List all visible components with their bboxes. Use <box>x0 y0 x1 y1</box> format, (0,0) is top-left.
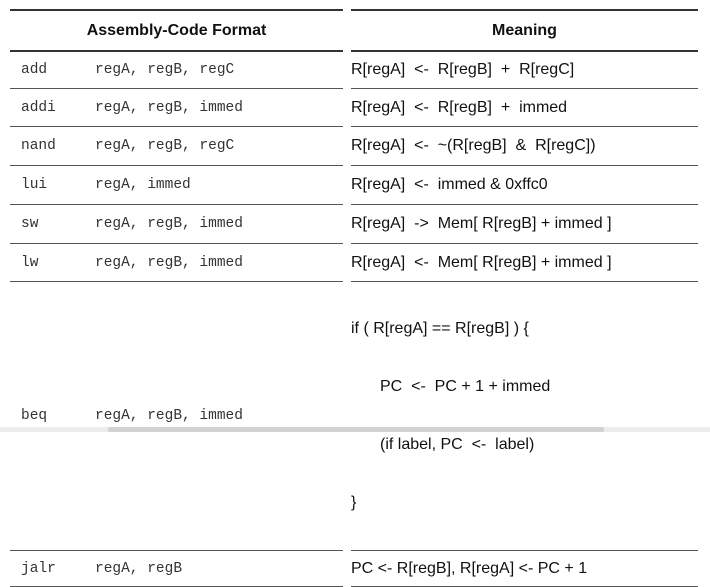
operands: regA, regB, immed <box>95 99 243 116</box>
operands: regA, regB, immed <box>95 216 243 232</box>
meaning-cell: R[regA] <- immed & 0xffc0 <box>351 165 698 205</box>
column-gap <box>343 51 351 89</box>
table-row: lui regA, immed R[regA] <- immed & 0xffc0 <box>10 165 698 205</box>
meaning-cell: PC <- R[regB], R[regA] <- PC + 1 <box>351 550 698 587</box>
meaning-line: } <box>351 494 357 511</box>
operands: regA, regB, immed <box>95 254 243 271</box>
opcode: sw <box>21 216 39 232</box>
column-gap <box>343 551 351 587</box>
table-row: add regA, regB, regC R[regA] <- R[regB] +… <box>10 50 698 89</box>
meaning-cell: R[regA] <- R[regB] + immed <box>351 88 698 127</box>
meaning-line: (if label, PC <- label) <box>380 436 535 453</box>
assembly-cell: jalr regA, regB <box>10 550 343 587</box>
operands: regA, regB, regC <box>95 62 235 78</box>
operands: regA, regB <box>95 560 183 577</box>
assembly-cell: beq regA, regB, immed <box>10 281 343 551</box>
meaning-cell: R[regA] <- ~(R[regB] & R[regC]) <box>351 126 698 166</box>
column-gap <box>343 127 351 166</box>
opcode: add <box>21 62 48 78</box>
assembly-cell: addi regA, regB, immed <box>10 88 343 127</box>
assembly-cell: lui regA, immed <box>10 165 343 205</box>
column-gap <box>343 10 351 51</box>
meaning-cell: if ( R[regA] == R[regB] ) { PC <- PC + 1… <box>351 281 698 551</box>
table-row: addi regA, regB, immed R[regA] <- R[regB]… <box>10 88 698 127</box>
opcode: addi <box>21 99 56 116</box>
table-row: beq regA, regB, immed if ( R[regA] == R[r… <box>10 281 698 551</box>
opcode: nand <box>21 138 56 154</box>
assembly-cell: lw regA, regB, immed <box>10 243 343 282</box>
meaning-cell: R[regA] -> Mem[ R[regB] + immed ] <box>351 204 698 244</box>
scrollbar-thumb[interactable] <box>108 427 604 432</box>
assembly-format-header: Assembly-Code Format <box>10 9 343 52</box>
operands: regA, regB, immed <box>95 408 243 424</box>
operands: regA, immed <box>95 177 191 193</box>
opcode: beq <box>21 408 48 424</box>
meaning-line: PC <- PC + 1 + immed <box>380 378 551 395</box>
table-header-row: Assembly-Code Format Meaning <box>10 9 698 52</box>
column-gap <box>343 89 351 127</box>
opcode: lui <box>21 177 48 193</box>
instruction-table: Assembly-Code Format Meaning add regA, re… <box>10 9 698 587</box>
assembly-cell: nand regA, regB, regC <box>10 126 343 166</box>
table-row: jalr regA, regB PC <- R[regB], R[regA] <-… <box>10 550 698 587</box>
column-gap <box>343 205 351 244</box>
operands: regA, regB, regC <box>95 138 235 154</box>
meaning-header: Meaning <box>351 9 698 52</box>
opcode: jalr <box>21 560 56 577</box>
column-gap <box>343 244 351 282</box>
assembly-cell: sw regA, regB, immed <box>10 204 343 244</box>
column-gap <box>343 282 351 551</box>
assembly-cell: add regA, regB, regC <box>10 50 343 89</box>
meaning-cell: R[regA] <- Mem[ R[regB] + immed ] <box>351 243 698 282</box>
horizontal-scrollbar[interactable] <box>0 427 710 432</box>
column-gap <box>343 166 351 205</box>
table-row: sw regA, regB, immed R[regA] -> Mem[ R[re… <box>10 204 698 244</box>
opcode: lw <box>21 254 39 271</box>
table-row: nand regA, regB, regC R[regA] <- ~(R[regB… <box>10 126 698 166</box>
meaning-line: if ( R[regA] == R[regB] ) { <box>351 320 529 337</box>
table-row: lw regA, regB, immed R[regA] <- Mem[ R[re… <box>10 243 698 282</box>
meaning-cell: R[regA] <- R[regB] + R[regC] <box>351 50 698 89</box>
